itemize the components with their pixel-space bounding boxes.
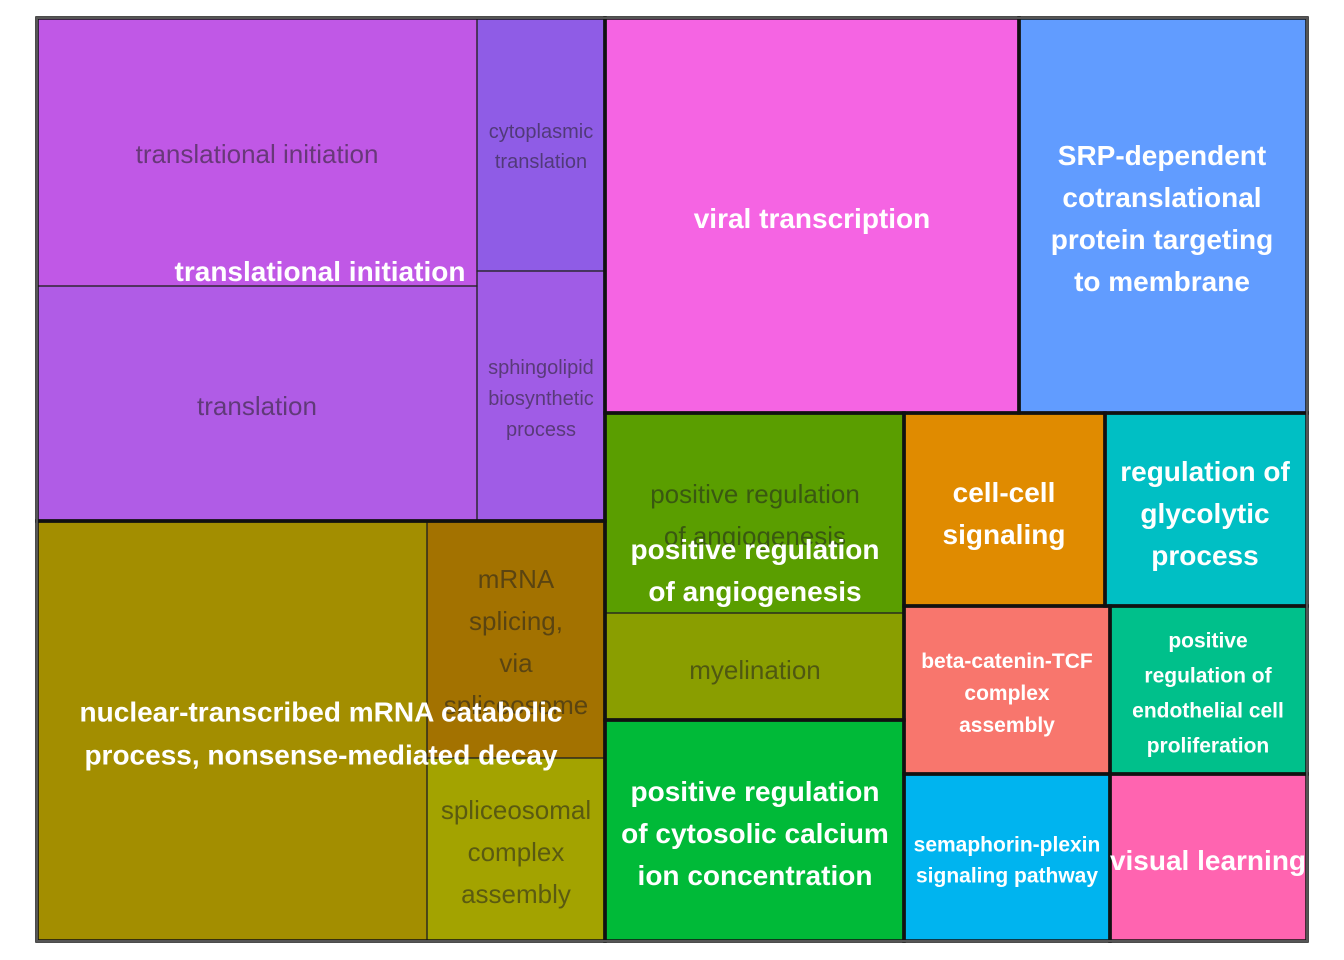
- tiles-layer: [37, 18, 1307, 941]
- subgroup-tile-translation: [37, 286, 477, 521]
- group-labels: translational initiation nuclear-transcri…: [80, 140, 1306, 891]
- group-tile-beta-catenin-tcf-complex-assembly: [904, 606, 1110, 774]
- group-tile-visual-learning: [1110, 774, 1307, 941]
- subgroup-tile-nuclear-transcribed-mrna-catabolic-proce: [37, 521, 427, 941]
- subgroup-tile-cytoplasmic-translation: [477, 18, 605, 271]
- subgroup-tile-positive-regulation-of-angiogenesis: [605, 413, 904, 613]
- subgroup-tile-spliceosomal-complex-assembly: [427, 758, 605, 941]
- subgroup-tile-myelination: [605, 613, 904, 720]
- subgroup-label-translational-initiation: translational initiation: [136, 139, 379, 169]
- treemap-frame: [36, 17, 1308, 942]
- subgroup-label-myelination: myelination: [689, 655, 821, 685]
- group-tile-cell-cell-signaling: [904, 413, 1105, 606]
- subgroup-label-translation: translation: [197, 391, 317, 421]
- subgroup-labels: translational initiation translation cytop…: [136, 121, 860, 909]
- subgroup-tile-translational-initiation: [37, 18, 477, 286]
- group-tile-positive-regulation-of-cytosolic-calcium: [605, 720, 904, 941]
- group-tile-regulation-of-glycolytic-process: [1105, 413, 1307, 606]
- group-tile-positive-regulation-of-endothelial-cell-: [1110, 606, 1307, 774]
- group-tile-semaphorin-plexin-signaling-pathway: [904, 774, 1110, 941]
- subgroup-tile-sphingolipid-biosynthetic-process: [477, 271, 605, 521]
- group-label-visual-learning: visual learning: [1110, 845, 1306, 876]
- group-label-viral-transcription: viral transcription: [694, 203, 931, 234]
- subgroup-tile-mrna-splicing-via-spliceosome: [427, 521, 605, 758]
- group-tile-viral-transcription: [605, 18, 1019, 413]
- group-label-translational-initiation: translational initiation: [175, 256, 466, 287]
- group-tile-srp-dependent-cotranslational-protein-ta: [1019, 18, 1307, 413]
